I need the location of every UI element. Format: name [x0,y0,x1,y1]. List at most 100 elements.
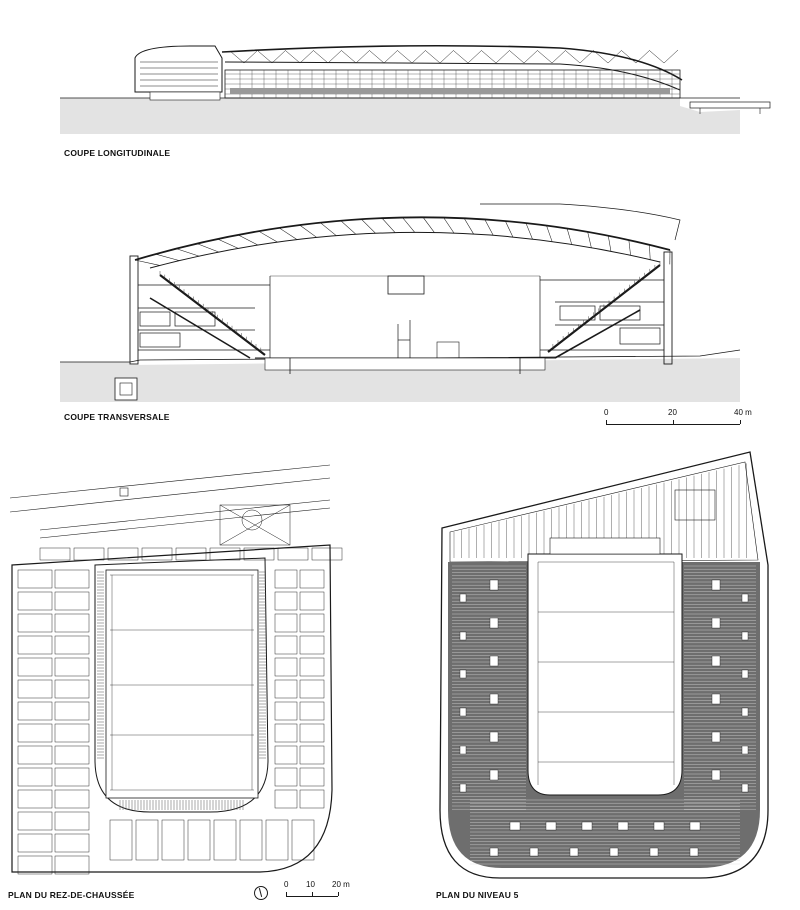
drawing-rect [17,767,53,787]
drawing-rect [54,679,90,699]
underground-room [114,377,138,401]
drawing-line [155,253,180,261]
drawing-line [313,50,329,64]
drawing-line [196,243,219,253]
drawing-rect [459,669,467,679]
drawing-rect [274,613,298,633]
drawing-rect [54,811,90,831]
drawing-rect [489,579,499,591]
drawing-rect [274,657,298,677]
drawing-rect [299,679,325,699]
drawing-rect [741,669,749,679]
drawing-rect [17,855,53,875]
drawing-rect [135,819,159,861]
drawing-rect [187,819,211,861]
drawing-rect [689,847,699,857]
drawing-rect [711,731,721,743]
drawing-rect [17,657,53,677]
drawing-line [593,50,609,64]
drawing-rect [73,547,105,561]
drawing-rect [274,591,298,611]
plan-scale-label-20: 20 m [332,880,350,889]
drawing-rect [741,707,749,717]
drawing-line [355,49,371,64]
drawing-rect [529,847,539,857]
drawing-rect [489,617,499,629]
drawing-rect [459,631,467,641]
drawing-rect [299,613,325,633]
section-scale: 0 20 40 m [600,408,760,428]
roof-truss [229,49,679,64]
drawing-line [607,235,612,252]
drawing-rect [299,591,325,611]
drawing-rect [17,833,53,853]
drawing-rect [274,767,298,787]
drawing-rect [209,547,241,561]
street [9,464,331,539]
drawing-line [258,230,278,243]
drawing-line [422,217,435,233]
drawing-line [587,231,592,248]
drawing-rect [274,745,298,765]
ground-fill [60,98,740,134]
drawing-line [381,217,396,233]
drawing-rect [17,679,53,699]
drawing-rect [581,821,593,831]
drawing-rect [299,701,325,721]
drawing-line [369,50,385,64]
drawing-line [134,259,160,266]
drawing-rect [489,655,499,667]
drawing-line [635,49,651,64]
drawing-rect [741,593,749,603]
drawing-rect [54,635,90,655]
roof-line [221,44,683,81]
drawing-rect [54,833,90,853]
drawing-line [484,219,494,236]
drawing-line [257,50,273,64]
drawing-rect [274,635,298,655]
drawing-line [411,49,427,64]
vomitories [459,579,749,857]
concourse [449,461,759,563]
scoreboard [387,275,425,295]
drawing-rect [609,847,619,857]
drawing-rect [54,767,90,787]
drawing-line [271,49,287,64]
caption-level-5: PLAN DU NIVEAU 5 [436,890,519,900]
drawing-line [320,222,337,236]
drawing-line [285,50,301,64]
drawing-line [453,50,469,64]
drawing-rect [711,617,721,629]
drawing-rect [274,679,298,699]
drawing-rect [17,789,53,809]
drawing-line [176,248,200,257]
drawing-rect [161,819,185,861]
drawing-rect [17,723,53,743]
transverse-section [0,190,800,405]
drawing-rect [649,847,659,857]
ground-fill [60,358,740,402]
drawing-rect [299,569,325,589]
drawing-rect [741,783,749,793]
drawing-line [341,50,357,64]
drawing-line [523,49,539,64]
drawing-rect [489,731,499,743]
drawing-line [537,50,553,64]
section-scale-label-40: 40 m [734,408,752,417]
drawing-line [299,224,317,238]
end-building [134,45,223,93]
drawing-rect [545,821,557,831]
drawing-line [481,50,497,64]
drawing-rect [17,569,53,589]
drawing-rect [291,819,315,861]
drawing-rect [277,547,309,561]
drawing-rect [653,821,665,831]
ground-floor-plan-drawing [9,464,343,875]
drawing-rect [54,789,90,809]
drawing-line [237,234,259,246]
left-stand [138,274,270,359]
drawing-line [579,49,595,64]
drawing-line [217,238,239,249]
drawing-rect [54,723,90,743]
drawing-rect [17,811,53,831]
